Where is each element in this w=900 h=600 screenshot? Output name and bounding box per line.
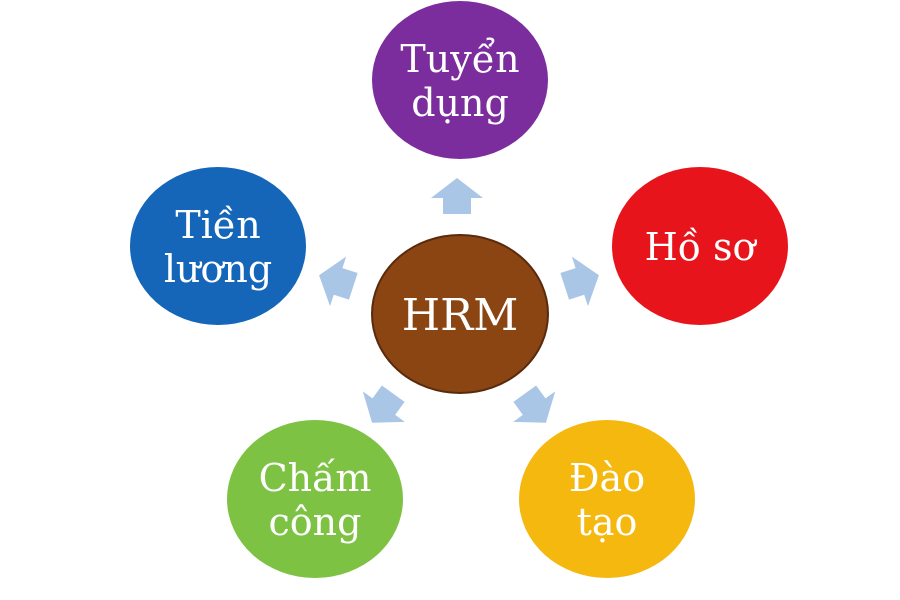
node-circle (227, 420, 403, 578)
node-label: Chấm (259, 456, 372, 500)
arrow-icon-dao-tao (513, 385, 556, 423)
node-circle (130, 167, 306, 325)
node-label: Tiền (175, 203, 260, 247)
node-circle (372, 1, 548, 159)
center-node-hrm: HRM (371, 234, 549, 394)
arrow-icon-ho-so (560, 256, 599, 307)
node-label: dụng (411, 81, 509, 125)
arrow-icon-tuyen-dung (431, 178, 483, 214)
node-ho-so: Hồ sơ (612, 167, 788, 325)
node-circle (612, 167, 788, 325)
node-label: Hồ sơ (645, 225, 758, 269)
center-label: HRM (402, 290, 519, 341)
arrow-icon-tien-luong (319, 256, 358, 307)
node-label: công (269, 500, 362, 544)
node-label: Tuyển (400, 37, 519, 81)
node-label: lương (164, 247, 272, 291)
node-circle (519, 420, 695, 578)
node-label: Đào (569, 456, 645, 500)
arrow-icon-cham-cong (362, 385, 405, 423)
node-label: tạo (577, 500, 638, 544)
